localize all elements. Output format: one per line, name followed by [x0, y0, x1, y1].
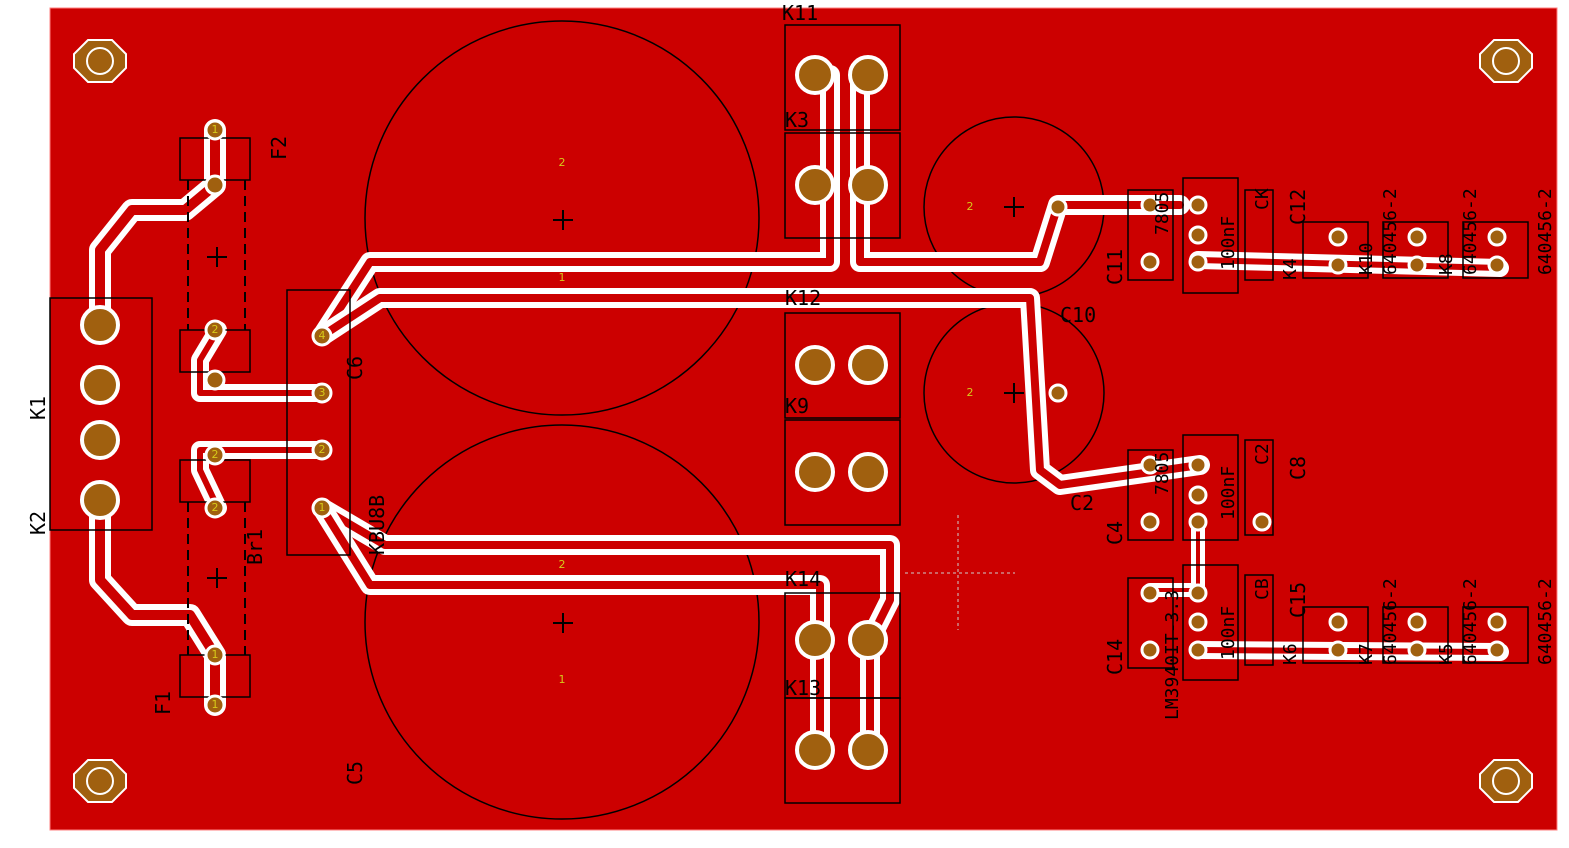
label-conn-3: 640456-2	[1535, 188, 1556, 275]
label-7805-b: 7805	[1152, 452, 1173, 495]
label-conn-6: 640456-2	[1535, 578, 1556, 665]
label-k12: K12	[785, 286, 821, 310]
label-k4: K4	[1280, 258, 1301, 280]
pad-numbers: 2 1 2 1 2 2 4 3 2 1 1 2 2 2 1 1	[212, 123, 974, 711]
fuse-dashed-lines	[187, 180, 246, 655]
svg-text:3: 3	[319, 386, 326, 399]
label-100nf-3: 100nF	[1218, 606, 1239, 660]
label-br1: Br1	[243, 529, 267, 565]
label-c6: C6	[343, 356, 367, 380]
svg-text:1: 1	[559, 673, 566, 686]
label-conn-1: 640456-2	[1380, 188, 1401, 275]
label-c11: C11	[1103, 249, 1127, 285]
svg-text:1: 1	[212, 123, 219, 136]
label-100nf-2: 100nF	[1218, 466, 1239, 520]
label-c4: C4	[1103, 521, 1127, 545]
label-c14: C14	[1103, 639, 1127, 675]
label-c10: C10	[1060, 303, 1096, 327]
svg-text:2: 2	[559, 156, 566, 169]
label-k9: K9	[785, 394, 809, 418]
label-c8: C8	[1286, 456, 1310, 480]
label-k3: K3	[785, 108, 809, 132]
label-kbu8b: KBU8B	[365, 495, 389, 555]
svg-text:1: 1	[559, 271, 566, 284]
svg-text:2: 2	[319, 443, 326, 456]
label-100nf-1: 100nF	[1218, 216, 1239, 270]
small-pads	[204, 119, 1507, 716]
svg-text:2: 2	[212, 323, 219, 336]
label-k14: K14	[785, 567, 821, 591]
label-7805-a: 7805	[1152, 192, 1173, 235]
label-k10: K10	[1356, 242, 1377, 275]
label-k2: K2	[26, 511, 50, 535]
label-k6: K6	[1280, 643, 1301, 665]
svg-text:4: 4	[319, 329, 326, 342]
mounting-holes	[73, 39, 1533, 803]
label-k5: K5	[1436, 643, 1457, 665]
label-conn-2: 640456-2	[1460, 188, 1481, 275]
label-f1: F1	[151, 691, 175, 715]
cursor-crosshair	[905, 515, 1015, 630]
label-c5: C5	[343, 761, 367, 785]
label-c12: C12	[1286, 189, 1310, 225]
svg-text:1: 1	[319, 501, 326, 514]
component-labels: K11 K3 K12 K9 K14 K13 C10 C2 K1 K2 F2 F1…	[26, 1, 1556, 785]
screw-terminals	[80, 55, 888, 770]
svg-text:1: 1	[212, 698, 219, 711]
label-k1: K1	[26, 396, 50, 420]
pcb-board	[49, 7, 1558, 831]
regulator-outlines	[1127, 177, 1529, 681]
label-k8: K8	[1436, 253, 1457, 275]
label-cb: CB	[1252, 578, 1273, 600]
label-lm3940: LM3940IT-3.3	[1162, 590, 1183, 720]
polarity-marks	[207, 197, 1024, 633]
svg-text:2: 2	[967, 200, 974, 213]
svg-text:2: 2	[559, 558, 566, 571]
label-k11: K11	[782, 1, 818, 25]
svg-text:2: 2	[212, 448, 219, 461]
svg-text:1: 1	[212, 648, 219, 661]
label-ck: CK	[1252, 188, 1273, 210]
svg-text:2: 2	[212, 501, 219, 514]
label-c2-small: C2	[1252, 443, 1273, 465]
label-f2: F2	[267, 136, 291, 160]
label-c15: C15	[1286, 582, 1310, 618]
label-k13: K13	[785, 676, 821, 700]
label-c2: C2	[1070, 491, 1094, 515]
label-k7: K7	[1356, 643, 1377, 665]
label-conn-5: 640456-2	[1460, 578, 1481, 665]
label-conn-4: 640456-2	[1380, 578, 1401, 665]
svg-text:2: 2	[967, 386, 974, 399]
